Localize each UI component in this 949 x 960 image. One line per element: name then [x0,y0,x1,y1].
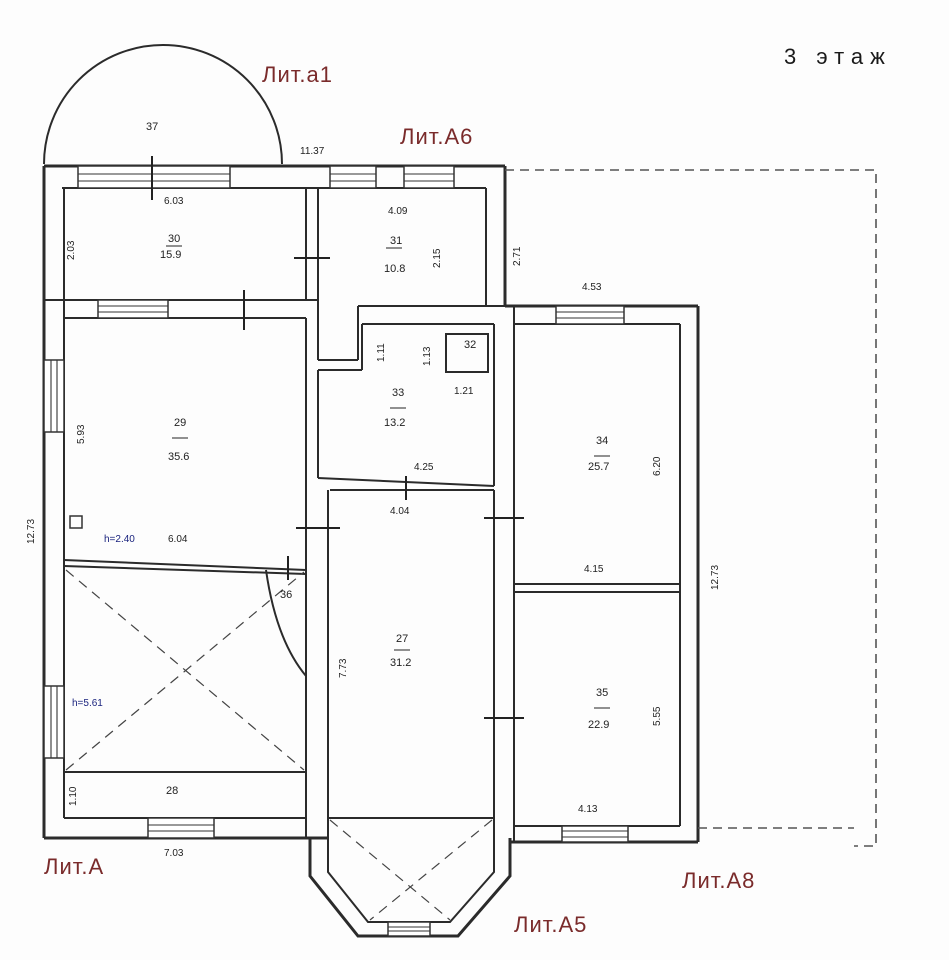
dim-2-71: 2.71 [512,246,523,266]
dim-5-55: 5.55 [652,706,663,726]
dim-4-13: 4.13 [578,804,598,815]
dimensions: 11.37 6.03 2.03 4.09 2.15 2.71 4.53 1.11… [26,146,721,859]
dim-6-04: 6.04 [168,534,188,545]
window-bottom-left [147,817,215,839]
window-bay [387,921,431,937]
room-31-number: 31 [390,235,402,247]
dim-2-03: 2.03 [66,240,77,260]
window-room30 [77,165,231,189]
vent-icon [69,515,83,529]
room-labels: 37 30 15.9 31 10.8 29 35.6 32 33 13.2 34… [72,121,610,797]
window-room31-b [403,165,455,189]
void-room-28-cross [65,569,305,771]
height-room-28: h=5.61 [72,698,103,709]
room-30-area: 15.9 [160,249,181,261]
door-swing-36 [265,569,307,677]
dim-1-10: 1.10 [68,786,79,806]
room-35-number: 35 [596,687,608,699]
dim-7-03: 7.03 [164,848,184,859]
dim-1-11: 1.11 [376,343,387,362]
window-room29-left [43,359,65,433]
dim-7-73: 7.73 [338,658,349,678]
dim-4-25: 4.25 [414,462,434,473]
dim-1-21: 1.21 [454,386,474,397]
room-27-area: 31.2 [390,657,411,669]
windows [43,165,629,937]
doors [69,156,524,719]
window-room34 [555,305,625,325]
balcony-arc [43,44,283,165]
room-37-number: 37 [146,121,158,133]
window-room35 [561,825,629,843]
room-33-area: 13.2 [384,417,405,429]
dim-4-15: 4.15 [584,564,604,575]
dim-12-73-right: 12.73 [710,565,721,590]
dim-11-37: 11.37 [300,146,325,157]
window-room31-a [329,165,377,189]
dim-12-73-left: 12.73 [26,519,37,544]
dim-5-93: 5.93 [76,424,87,444]
liter-a5-label: Лит.А5 [514,912,587,937]
dim-4-09: 4.09 [388,206,408,217]
liter-a-label: Лит.А [44,854,104,879]
void-bay-cross [329,819,493,921]
room-28-number: 28 [166,785,178,797]
room-36-number: 36 [280,589,292,601]
room-27-number: 27 [396,633,408,645]
room-34-area: 25.7 [588,461,609,473]
room-34-number: 34 [596,435,608,447]
room-29-number: 29 [174,417,186,429]
liter-a6-label: Лит.А6 [400,124,473,149]
dim-6-20: 6.20 [652,456,663,476]
dim-4-53: 4.53 [582,282,602,293]
window-room29-top [97,299,169,319]
height-room-29: h=2.40 [104,534,135,545]
liter-a8-label: Лит.А8 [682,868,755,893]
room-33-number: 33 [392,387,404,399]
room-35-area: 22.9 [588,719,609,731]
dim-6-03: 6.03 [164,196,184,207]
liter-a8-outline [505,169,877,847]
liter-a1-label: Лит.а1 [262,62,333,87]
room-30-number: 30 [168,233,180,245]
window-room28-left [43,685,65,759]
room-32-number: 32 [464,339,476,351]
dim-4-04: 4.04 [390,506,410,517]
floor-label: 3 этаж [784,44,892,69]
room-31-area: 10.8 [384,263,405,275]
room-29-area: 35.6 [168,451,189,463]
dim-1-13: 1.13 [422,346,433,366]
dim-2-15: 2.15 [432,248,443,268]
